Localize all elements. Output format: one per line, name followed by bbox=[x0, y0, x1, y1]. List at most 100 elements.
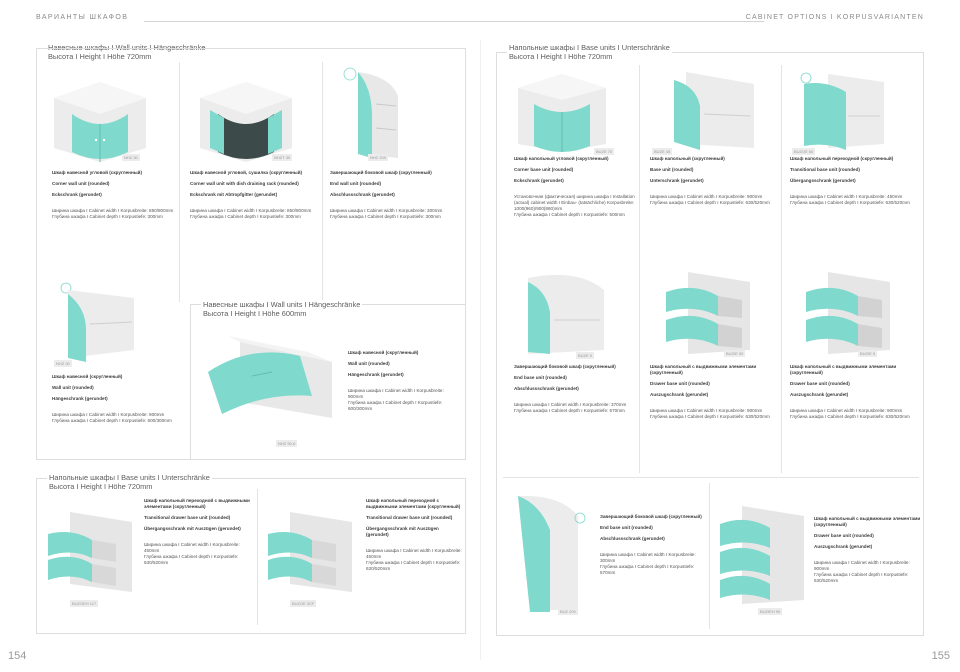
item-caption: Шкаф навесной угловой, сушилка (скруглен… bbox=[190, 170, 320, 220]
caption-de: Hängeschrank (gerundet) bbox=[348, 372, 404, 377]
item-caption: Завершающий боковой шкаф (скругленный) E… bbox=[330, 170, 458, 220]
caption-en: Wall unit (rounded) bbox=[52, 385, 94, 390]
caption-depth: Глубина шкафа I Cabinet depth I Korpusti… bbox=[52, 418, 172, 423]
section-title-text: Напольные шкафы I Base units I Unterschr… bbox=[49, 473, 210, 482]
caption-en: Drawer base unit (rounded) bbox=[650, 381, 710, 386]
section-title-text: Напольные шкафы I Base units I Unterschr… bbox=[509, 43, 670, 52]
section-title: Навесные шкафы I Wall units I Hängeschrä… bbox=[201, 300, 363, 318]
caption-depth: Глубина шкафа I Cabinet depth I Korpusti… bbox=[650, 414, 770, 419]
caption-width: Ширина шкафа I Cabinet width I Korpusbre… bbox=[190, 208, 312, 213]
item-caption: Шкаф напольный с выдвижными элементами (… bbox=[790, 364, 920, 420]
item-code: BUZ 209 bbox=[558, 608, 578, 615]
caption-ru: Шкаф навесной (скругленный) bbox=[348, 350, 419, 355]
section-title-text: Навесные шкафы I Wall units I Hängeschrä… bbox=[203, 300, 361, 309]
section-title: Напольные шкафы I Base units I Unterschr… bbox=[47, 473, 212, 491]
wall-unit[interactable]: NHZ 30 Шкаф навесной (скругленный) Wall … bbox=[46, 280, 186, 452]
base-unit[interactable]: BUZE 45 Шкаф напольный (скругленный) Bas… bbox=[648, 66, 786, 262]
caption-en: Drawer base unit (rounded) bbox=[814, 533, 874, 538]
base-transitional-drawer-unit-2[interactable]: BUZOE 3CF Шкаф напольный переходной с вы… bbox=[262, 498, 462, 630]
caption-en: Wall unit (rounded) bbox=[348, 361, 390, 366]
caption-width: Ширина шкафа I Cabinet width I Korpusbre… bbox=[814, 560, 910, 571]
caption-de: Auszugschrank (gerundet) bbox=[650, 392, 709, 397]
cabinet-drawer-base-image bbox=[806, 272, 890, 354]
base-drawer-unit-c[interactable]: BUZIEH 90 Шкаф напольный с выдвижными эл… bbox=[714, 496, 924, 630]
caption-de: Übergangsschrank mit Auszügen (gerundet) bbox=[144, 526, 241, 531]
panel-hdivider bbox=[503, 477, 919, 478]
caption-width: Ширина шкафа I Cabinet width I Korpusbre… bbox=[600, 552, 696, 563]
section-title: Напольные шкафы I Base units I Unterschr… bbox=[507, 43, 672, 61]
page-number-right: 155 bbox=[931, 650, 950, 662]
cabinet-drawer-base-image bbox=[666, 272, 750, 354]
panel-divider bbox=[322, 62, 323, 302]
item-caption: Завершающий боковой шкаф (скругленный) E… bbox=[514, 364, 644, 414]
item-code: NHZ 90-6 bbox=[276, 440, 298, 447]
caption-de: Auszugschrank (gerundet) bbox=[814, 544, 873, 549]
cabinet-transitional-image bbox=[800, 72, 884, 150]
base-drawer-unit[interactable]: BUZIE 90 Шкаф напольный с выдвижными эле… bbox=[648, 268, 786, 472]
item-caption: Шкаф навесной (скругленный) Wall unit (r… bbox=[348, 350, 460, 412]
cabinet-drawer-image bbox=[48, 512, 132, 592]
item-caption: Шкаф напольный (скругленный) Base unit (… bbox=[650, 156, 784, 206]
cabinet-corner-base-image bbox=[518, 74, 606, 152]
base-transitional-unit[interactable]: BUZOE 60 Шкаф напольный переходной (скру… bbox=[788, 66, 922, 262]
item-caption: Шкаф навесной угловой (скругленный) Corn… bbox=[52, 170, 180, 220]
item-code: NHZ 30 bbox=[54, 360, 72, 367]
base-corner-unit[interactable]: BUZE 70 Шкаф напольный угловой (скруглен… bbox=[510, 72, 644, 262]
header-rule bbox=[144, 21, 764, 22]
section-height-text: Высота I Height I Höhe 720mm bbox=[509, 52, 613, 61]
caption-depth: Глубина шкафа I Cabinet depth I Korpusti… bbox=[366, 560, 461, 571]
caption-width: Ширина шкафа I Cabinet width I Korpusbre… bbox=[790, 408, 903, 413]
caption-width: Ширина шкафа I Cabinet width I Korpusbre… bbox=[366, 548, 462, 559]
wall-corner-unit[interactable]: NHZ 30 Шкаф навесной угловой (скругленны… bbox=[46, 78, 176, 278]
caption-depth: Глубина шкафа I Cabinet depth I Korpusti… bbox=[814, 572, 909, 583]
item-code: BUZE 70 bbox=[594, 148, 615, 155]
caption-en: Transitional drawer base unit (rounded) bbox=[366, 515, 453, 520]
base-transitional-drawer-unit-1[interactable]: BUZOEH 117 Шкаф напольный переходной с в… bbox=[42, 498, 252, 630]
caption-en: Corner wall unit with dish draining rack… bbox=[190, 181, 299, 186]
caption-de: Abschlussschrank (gerundet) bbox=[330, 192, 395, 197]
caption-de: Abschlussschrank (gerundet) bbox=[514, 386, 579, 391]
caption-depth: Глубина шкафа I Cabinet depth I Korpusti… bbox=[348, 400, 443, 411]
base-drawer-unit-b[interactable]: BUZIE 9 Шкаф напольный с выдвижными элем… bbox=[788, 268, 922, 472]
page-number-left: 154 bbox=[8, 650, 27, 662]
item-caption: Шкаф напольный с выдвижными элементами (… bbox=[650, 364, 786, 420]
base-end-tall-unit[interactable]: BUZ 209 Завершающий боковой шкаф (скругл… bbox=[506, 490, 706, 630]
caption-width: Ширина шкафа I Cabinet width I Korpusbre… bbox=[52, 412, 165, 417]
caption-en: Base unit (rounded) bbox=[650, 167, 694, 172]
caption-depth: Глубина шкафа I Cabinet depth I Korpusti… bbox=[790, 200, 910, 205]
header-right-title: CABINET OPTIONS I KORPUSVARIANTEN bbox=[745, 14, 924, 21]
panel-divider bbox=[781, 65, 782, 473]
wall-unit-600[interactable]: NHZ 90-6 Шкаф навесной (скругленный) Wal… bbox=[200, 330, 460, 456]
section-height-text: Высота I Height I Höhe 720mm bbox=[49, 482, 153, 491]
caption-ru: Шкаф навесной (скругленный) bbox=[52, 374, 123, 379]
caption-ru: Завершающий боковой шкаф (скругленный) bbox=[600, 514, 702, 519]
item-caption: Шкаф напольный переходной с выдвижными э… bbox=[144, 498, 250, 566]
caption-en: Corner wall unit (rounded) bbox=[52, 181, 110, 186]
caption-ru: Шкаф напольный переходной с выдвижными э… bbox=[144, 498, 250, 509]
item-code: BUZE 9 bbox=[576, 352, 595, 359]
caption-de: Übergangsschrank (gerundet) bbox=[790, 178, 856, 183]
panel-divider bbox=[709, 483, 710, 629]
wall-end-unit[interactable]: NHZ 209 Завершающий боковой шкаф (скругл… bbox=[330, 66, 460, 278]
caption-ru: Завершающий боковой шкаф (скругленный) bbox=[330, 170, 432, 175]
caption-ru: Шкаф навесной угловой, сушилка (скруглен… bbox=[190, 170, 303, 175]
cabinet-corner-wall-image bbox=[54, 82, 146, 162]
section-title-text: Навесные шкафы I Wall units I Hängeschrä… bbox=[48, 43, 206, 52]
caption-width: Ширина шкафа I Cabinet width I Korpusbre… bbox=[330, 208, 443, 213]
caption-depth: Глубина шкафа I Cabinet depth I Korpusti… bbox=[330, 214, 441, 219]
cabinet-drawer-base-image bbox=[720, 506, 804, 604]
base-end-unit[interactable]: BUZE 9 Завершающий боковой шкаф (скругле… bbox=[510, 268, 644, 472]
caption-depth: Глубина шкафа I Cabinet depth I Korpusti… bbox=[190, 214, 301, 219]
caption-width: Ширина шкафа I Cabinet width I Korpusbre… bbox=[790, 194, 903, 199]
wall-corner-dish-unit[interactable]: NHZT 30 Шкаф навесной угловой, сушилка (… bbox=[188, 78, 318, 278]
item-code: BUZIE 90 bbox=[724, 350, 746, 357]
caption-depth: Глубина шкафа I Cabinet depth I Korpusti… bbox=[514, 408, 625, 413]
caption-ru: Шкаф навесной угловой (скругленный) bbox=[52, 170, 142, 175]
caption-width: Ширина шкафа I Cabinet width I Korpusbre… bbox=[52, 208, 174, 213]
panel-divider bbox=[639, 65, 640, 473]
item-caption: Шкаф напольный переходной (скругленный) … bbox=[790, 156, 920, 206]
caption-depth: Глубина шкафа I Cabinet depth I Korpusti… bbox=[600, 564, 695, 575]
caption-depth: Глубина шкафа I Cabinet depth I Korpusti… bbox=[514, 212, 625, 217]
caption-de: Übergangsschrank mit Auszügen (gerundet) bbox=[366, 526, 439, 537]
cabinet-drawer-image bbox=[268, 512, 352, 592]
